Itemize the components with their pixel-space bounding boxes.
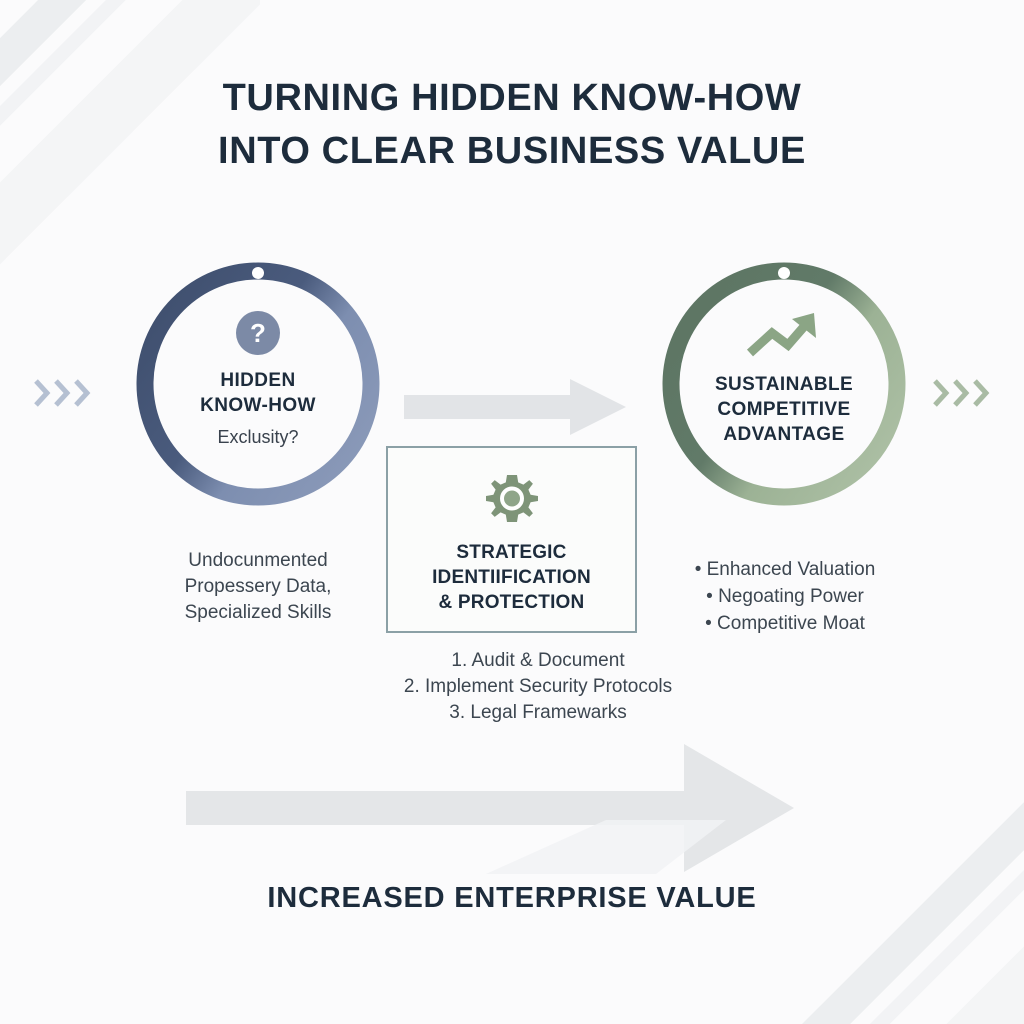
right-stage-heading: SUSTAINABLE COMPETITIVE ADVANTAGE <box>715 372 853 447</box>
flow-arrow-middle <box>404 378 626 441</box>
center-heading-line-1: STRATEGIC <box>456 542 567 563</box>
gear-icon <box>484 472 540 528</box>
right-heading-line-3: ADVANTAGE <box>723 424 845 445</box>
benefit-item: • Enhanced Valuation <box>694 559 876 580</box>
title-line-1: TURNING HIDDEN KNOW-HOW <box>222 77 802 119</box>
left-stage-heading: HIDDEN KNOW-HOW <box>200 368 316 418</box>
center-stage-steps-list: 1. Audit & Document 2. Implement Securit… <box>382 648 694 726</box>
center-heading-line-3: & PROTECTION <box>438 592 585 613</box>
right-stage-benefits-list: • Enhanced Valuation • Negoating Power •… <box>656 556 914 637</box>
left-caption-line-3: Specialized Skills <box>184 602 332 623</box>
ring-marker-dot <box>252 267 264 279</box>
chevron-group-left <box>34 378 91 408</box>
footer-label: INCREASED ENTERPRISE VALUE <box>267 882 757 914</box>
chevron-group-right <box>933 378 990 408</box>
flow-arrow-bottom <box>186 742 794 879</box>
question-mark-icon: ? <box>236 311 280 355</box>
left-stage-caption: Undocunmented Propessery Data, Specializ… <box>130 548 386 626</box>
stage-hidden-know-how: ? HIDDEN KNOW-HOW Exclusity? <box>132 258 384 510</box>
title-line-2: INTO CLEAR BUSINESS VALUE <box>218 130 806 172</box>
step-item: 2. Implement Security Protocols <box>403 676 673 697</box>
benefit-item: • Competitive Moat <box>705 613 865 634</box>
trending-up-arrow-icon <box>746 311 822 359</box>
center-heading-line-2: IDENTIIFICATION <box>432 567 591 588</box>
corner-decoration-bottom-right <box>689 656 1024 1024</box>
right-heading-line-1: SUSTAINABLE <box>714 374 854 395</box>
left-heading-line-1: HIDDEN <box>220 370 296 391</box>
chevron-right-icon <box>74 379 91 407</box>
chevron-right-icon <box>933 379 950 407</box>
chevron-right-icon <box>953 379 970 407</box>
chevron-right-icon <box>34 379 51 407</box>
left-caption-line-2: Propessery Data, <box>184 576 332 597</box>
step-item: 3. Legal Framewarks <box>449 702 627 723</box>
left-stage-subtitle: Exclusity? <box>217 427 299 447</box>
stage-sustainable-advantage: SUSTAINABLE COMPETITIVE ADVANTAGE <box>658 258 910 510</box>
stage-strategic-identification: STRATEGIC IDENTIIFICATION & PROTECTION <box>386 446 637 633</box>
chevron-right-icon <box>54 379 71 407</box>
left-caption-line-1: Undocunmented <box>188 550 328 571</box>
center-stage-heading: STRATEGIC IDENTIIFICATION & PROTECTION <box>432 540 591 615</box>
benefit-item: • Negoating Power <box>706 586 864 607</box>
left-heading-line-2: KNOW-HOW <box>200 395 316 416</box>
page-title: TURNING HIDDEN KNOW-HOW INTO CLEAR BUSIN… <box>0 72 1024 178</box>
chevron-right-icon <box>973 379 990 407</box>
right-heading-line-2: COMPETITIVE <box>717 399 851 420</box>
ring-marker-dot <box>778 267 790 279</box>
step-item: 1. Audit & Document <box>451 650 625 671</box>
